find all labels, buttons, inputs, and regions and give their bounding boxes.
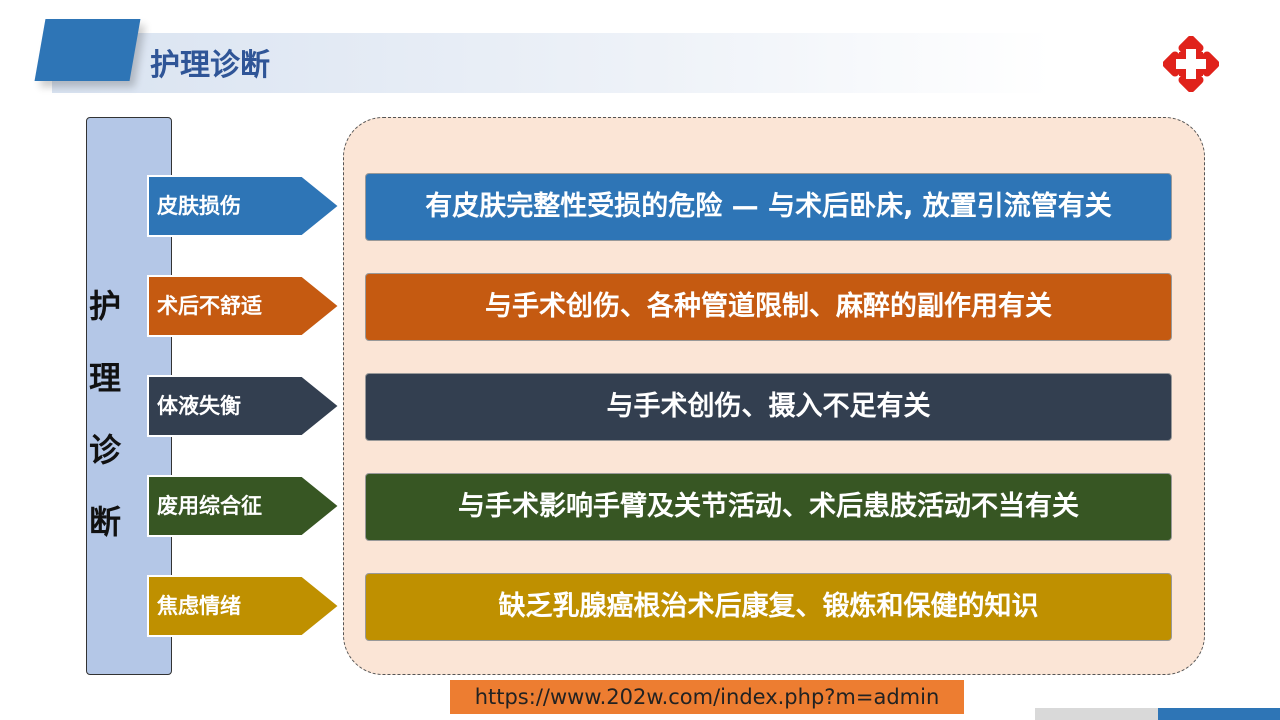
row-description: 缺乏乳腺癌根治术后康复、锻炼和保健的知识 bbox=[365, 573, 1172, 641]
watermark: https://www.202w.com/index.php?m=admin bbox=[450, 680, 964, 714]
row-description: 与手术创伤、各种管道限制、麻醉的副作用有关 bbox=[365, 273, 1172, 341]
row-label-text: 焦虑情绪 bbox=[157, 594, 241, 618]
footer-bar-blue bbox=[1158, 708, 1280, 720]
row-description: 与手术创伤、摄入不足有关 bbox=[365, 373, 1172, 441]
row-label-text: 皮肤损伤 bbox=[157, 194, 241, 218]
row-label: 焦虑情绪 bbox=[147, 575, 340, 637]
side-label-char: 断 bbox=[88, 503, 121, 541]
header-accent bbox=[34, 19, 141, 81]
row-description: 有皮肤完整性受损的危险 — 与术后卧床, 放置引流管有关 bbox=[365, 173, 1172, 241]
row-label-text: 废用综合征 bbox=[157, 494, 262, 518]
row-label: 术后不舒适 bbox=[147, 275, 340, 337]
side-label-char: 诊 bbox=[88, 431, 121, 469]
row-label-text: 体液失衡 bbox=[157, 394, 241, 418]
row-label: 体液失衡 bbox=[147, 375, 340, 437]
page-title: 护理诊断 bbox=[150, 48, 270, 83]
side-label-char: 护 bbox=[88, 287, 121, 325]
medical-cross-logo-icon bbox=[1163, 36, 1219, 92]
side-label-char: 理 bbox=[88, 359, 121, 397]
row-label: 废用综合征 bbox=[147, 475, 340, 537]
row-label-text: 术后不舒适 bbox=[157, 294, 262, 318]
header-band bbox=[52, 33, 1052, 93]
footer-bar-grey bbox=[1035, 708, 1158, 720]
side-label: 护理诊断 bbox=[86, 270, 124, 558]
row-label: 皮肤损伤 bbox=[147, 175, 340, 237]
row-description: 与手术影响手臂及关节活动、术后患肢活动不当有关 bbox=[365, 473, 1172, 541]
